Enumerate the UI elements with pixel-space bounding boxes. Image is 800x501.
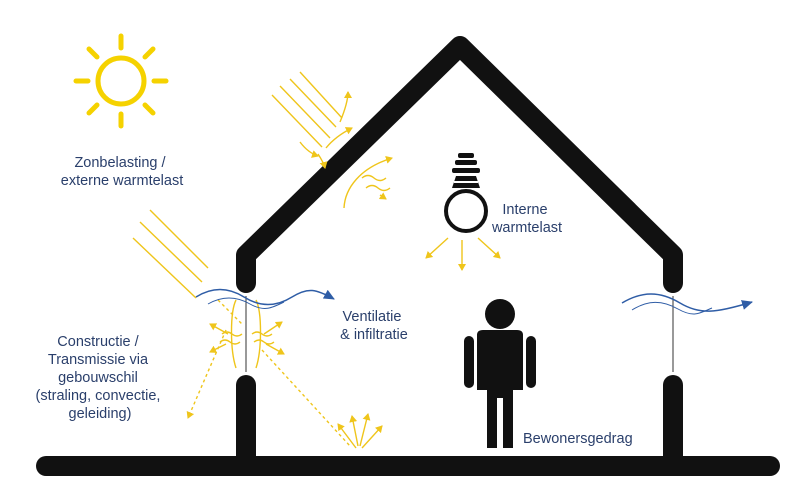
solar-rays-roof — [271, 71, 393, 209]
internal-load-label: Interne warmtelast — [491, 202, 562, 236]
airflow-left — [195, 288, 335, 309]
transmission-heat-flow — [209, 299, 285, 369]
house-outline — [36, 36, 780, 476]
floor-heat-emission — [337, 413, 383, 449]
occupant-behaviour-label: Bewonersgedrag — [523, 431, 633, 447]
sun-icon — [73, 33, 169, 129]
light-bulb-icon — [444, 153, 488, 233]
construction-label: Constructie / Transmissie via gebouwschi… — [36, 334, 165, 422]
person-icon — [464, 299, 536, 448]
ventilation-label: Ventilatie & infiltratie — [340, 309, 408, 343]
bulb-heat-arrows — [425, 237, 501, 271]
solar-rays-wall — [132, 209, 351, 447]
solar-load-label: Zonbelasting / externe warmtelast — [61, 155, 184, 189]
airflow-right — [621, 293, 753, 315]
